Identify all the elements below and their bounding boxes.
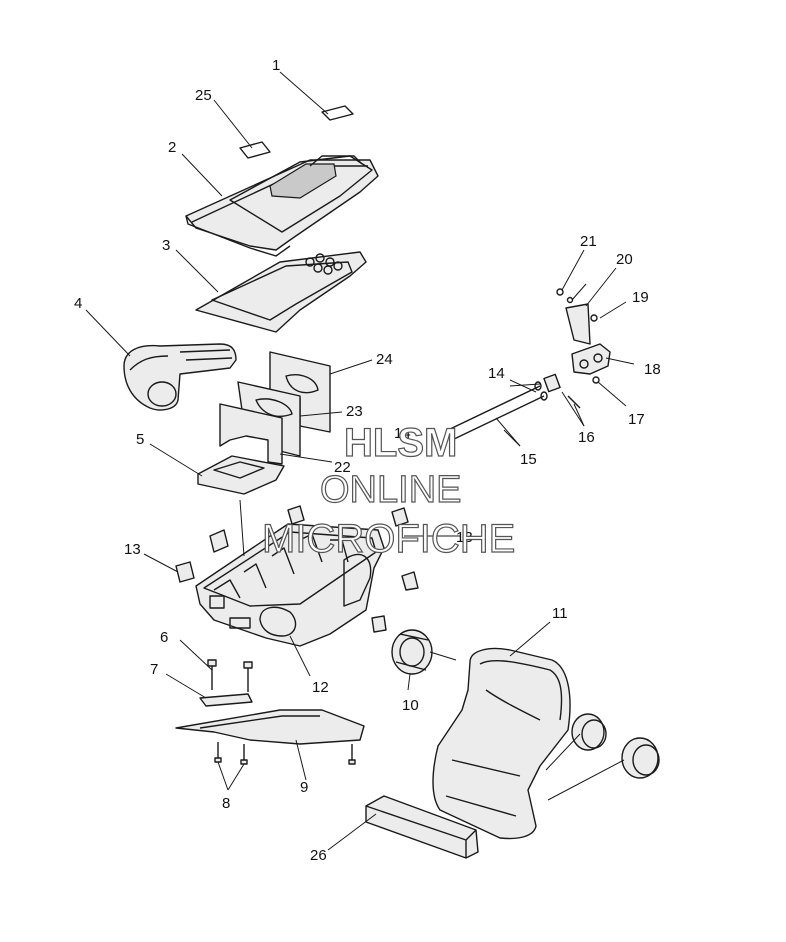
callout-6: 6 (160, 629, 168, 646)
callout-4: 4 (74, 295, 82, 312)
callout-3: 3 (162, 237, 170, 254)
callout-7: 7 (150, 661, 158, 678)
part-20-bracket (565, 303, 591, 345)
part-10-coupler (391, 629, 433, 675)
part-1-decal (321, 105, 354, 121)
callout-18: 18 (644, 361, 661, 378)
callout-25: 25 (195, 87, 212, 104)
callout-19: 19 (632, 289, 649, 306)
part-11-duct (432, 647, 571, 840)
part-18-valve (571, 343, 611, 375)
duct-ring-2 (621, 737, 660, 779)
callout-2: 2 (168, 139, 176, 156)
filter-holes (305, 253, 343, 275)
part-7-bracket (199, 693, 253, 707)
callout-16: 16 (578, 429, 595, 446)
part-25-label (239, 141, 271, 159)
callout-1: 1 (272, 57, 280, 74)
watermark-line-3: MICROFICHE (262, 517, 515, 561)
callout-labels: 1 25 2 3 4 24 23 22 5 13 13 12 6 7 10 11… (74, 57, 661, 864)
callout-8: 8 (222, 795, 230, 812)
callout-17: 17 (628, 411, 645, 428)
callout-10: 10 (402, 697, 419, 714)
callout-21: 21 (580, 233, 597, 250)
callout-9: 9 (300, 779, 308, 796)
callout-13-left: 13 (124, 541, 141, 558)
part-3-filter-element (195, 251, 367, 333)
part-13-clips (175, 505, 419, 633)
callout-22: 22 (334, 459, 351, 476)
callout-23: 23 (346, 403, 363, 420)
part-5-foam-block (197, 455, 285, 495)
callout-14-upper: 14 (488, 365, 505, 382)
watermark: HLSM ONLINE MICROFICHE (261, 420, 516, 561)
duct-ring-1 (571, 713, 607, 751)
part-22-seal (219, 403, 283, 465)
part-12-airbox-base (195, 523, 385, 647)
part-2-airbox-cover (185, 155, 379, 257)
callout-5: 5 (136, 431, 144, 448)
part-8-screws (214, 742, 356, 765)
watermark-line-2: ONLINE (320, 469, 461, 511)
callout-20: 20 (616, 251, 633, 268)
callout-12: 12 (312, 679, 329, 696)
part-6-bolts (207, 659, 253, 692)
leader-lines (85, 71, 635, 851)
part-4-intake-tube (123, 343, 237, 411)
part-16-plate (543, 373, 581, 409)
callout-14-lower: 14 (394, 425, 411, 442)
callout-13-right: 13 (456, 529, 473, 546)
part-15-rods (447, 381, 548, 441)
watermark-line-1: HLSM (344, 421, 457, 465)
callout-15: 15 (520, 451, 537, 468)
callout-24: 24 (376, 351, 393, 368)
callout-26: 26 (310, 847, 327, 864)
part-9-skid-plate (175, 709, 365, 745)
callout-11: 11 (552, 605, 568, 622)
